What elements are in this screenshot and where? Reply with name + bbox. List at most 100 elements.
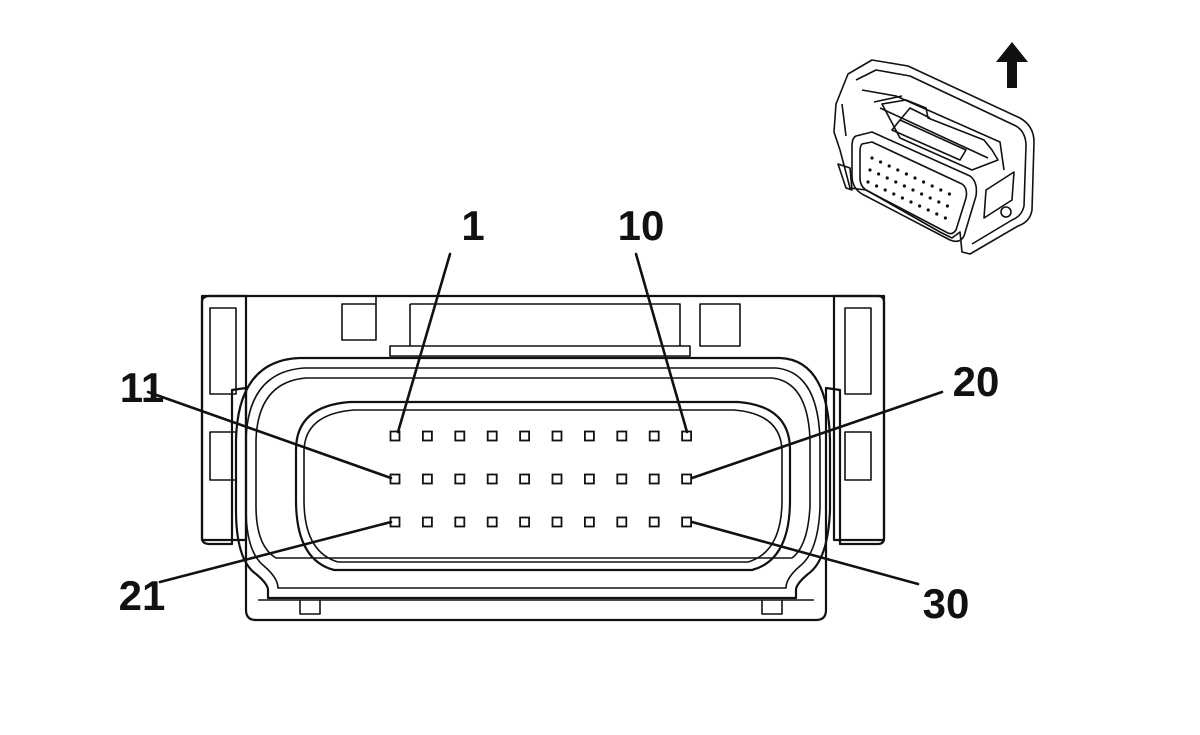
iso-pin-dot: [920, 192, 924, 196]
iso-pin-dot: [918, 204, 922, 208]
pin-23: [454, 516, 466, 528]
iso-face-inner: [859, 141, 968, 235]
pin-6: [551, 430, 563, 442]
pin-2: [421, 430, 433, 442]
iso-pin-dot: [930, 184, 934, 188]
iso-pin-dot: [926, 208, 930, 212]
pin-20: [681, 473, 692, 485]
iso-pin-dot: [892, 192, 896, 196]
outer-shroud: [234, 356, 832, 600]
pin-14: [486, 473, 498, 485]
iso-pin-dot: [896, 168, 900, 172]
label-pin-11: 11: [120, 364, 164, 411]
pin-1: [389, 430, 401, 442]
pin-4: [486, 430, 498, 442]
iso-frame-inner: [855, 69, 1027, 245]
iso-pin-dot: [879, 160, 883, 164]
right-latch: [832, 294, 886, 542]
left-latch-slot-top: [209, 307, 237, 395]
iso-pin-dot: [922, 180, 926, 184]
top-ridge: [341, 296, 741, 357]
leader-lines: [146, 252, 944, 586]
label-pin-21: 21: [119, 572, 166, 619]
shroud-inner-lip: [245, 367, 821, 589]
pin-5: [519, 430, 530, 442]
leader-pin-1: [396, 252, 452, 434]
pin-15: [519, 473, 530, 485]
iso-pin-dot: [909, 200, 913, 204]
up-arrow-icon: [996, 42, 1028, 88]
iso-pin-dot: [935, 212, 939, 216]
iso-pin-dot: [883, 188, 887, 192]
iso-latch-notch: [837, 163, 853, 191]
iso-side-hole: [1000, 206, 1012, 218]
pin-8: [616, 430, 628, 442]
right-latch-slot-bottom: [844, 431, 872, 481]
pin-27: [584, 516, 595, 528]
pin-16: [551, 473, 563, 485]
iso-pin-dot: [939, 188, 943, 192]
iso-pin-dot: [943, 216, 948, 220]
pin-24: [486, 516, 498, 528]
label-pin-1: 1: [461, 202, 484, 249]
iso-pin-dot: [928, 196, 932, 200]
pin-7: [584, 430, 595, 442]
iso-pin-dot: [868, 168, 872, 172]
pin-3: [454, 430, 466, 442]
pin-28: [616, 516, 628, 528]
pin-11: [389, 473, 401, 485]
label-pin-30: 30: [923, 580, 970, 627]
label-pin-10: 10: [618, 202, 665, 249]
leader-pin-11: [146, 390, 393, 480]
iso-pin-dot: [904, 172, 909, 176]
connector-isometric-view: [833, 59, 1035, 255]
pin-18: [616, 473, 628, 485]
right-latch-slot-top: [844, 307, 872, 395]
iso-pin-dot: [947, 192, 952, 196]
leader-pin-21: [158, 520, 393, 584]
iso-face-shroud: [851, 131, 978, 243]
iso-side-window: [983, 171, 1015, 219]
iso-pin-dot: [913, 176, 917, 180]
pin-13: [454, 473, 466, 485]
iso-pin-dot: [900, 196, 905, 200]
pin-labels: 1 10 11 20 21 30: [119, 202, 1000, 627]
pin-29: [648, 516, 660, 528]
iso-pin-dot: [875, 184, 879, 188]
pin-19: [648, 473, 660, 485]
pin-9: [648, 430, 660, 442]
leader-pin-30: [690, 520, 920, 586]
pin-17: [584, 473, 595, 485]
connector-face: [200, 294, 886, 622]
leader-pin-20: [690, 390, 944, 480]
iso-pin-dot: [885, 176, 889, 180]
pin-cavity-inner: [303, 409, 783, 563]
pin-25: [519, 516, 530, 528]
iso-pin-dots: [866, 156, 952, 220]
iso-pin-dot: [894, 180, 898, 184]
iso-frame-rim: [841, 89, 1005, 171]
pin-grid: [389, 430, 692, 528]
iso-pin-dot: [866, 180, 870, 184]
iso-pin-dot: [945, 204, 950, 208]
pin-26: [551, 516, 563, 528]
iso-frame-outline: [833, 59, 1035, 255]
iso-pin-dot: [937, 200, 941, 204]
pin-12: [421, 473, 433, 485]
left-latch: [200, 294, 248, 542]
pin-cavity: [294, 400, 792, 572]
pin-30: [681, 516, 692, 528]
iso-pin-dot: [902, 184, 907, 188]
iso-top-step: [891, 107, 967, 161]
pin-22: [421, 516, 433, 528]
iso-pin-dot: [911, 188, 915, 192]
leader-pin-10: [634, 252, 689, 434]
iso-top-deck: [881, 99, 999, 171]
iso-pin-dot: [877, 172, 881, 176]
shroud-groove: [255, 377, 811, 559]
iso-pin-dot: [887, 164, 891, 168]
label-pin-20: 20: [953, 358, 1000, 405]
iso-pin-dot: [870, 156, 874, 160]
bottom-ledge: [258, 599, 814, 615]
